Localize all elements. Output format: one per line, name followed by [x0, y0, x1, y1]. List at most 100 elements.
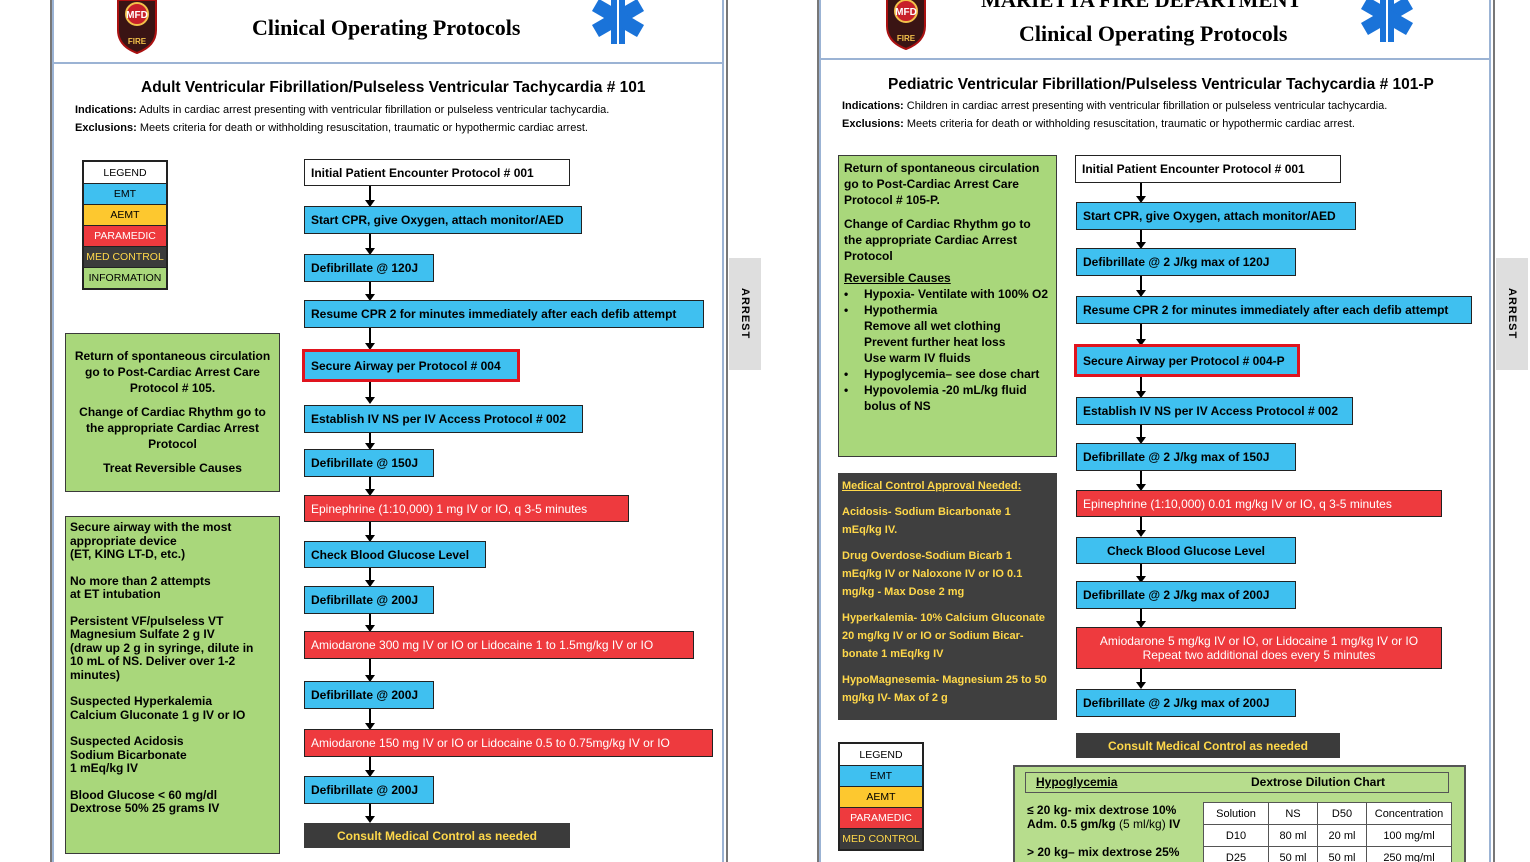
- indications: Indications: Adults in cardiac arrest pr…: [75, 104, 609, 116]
- indications: Indications: Children in cardiac arrest …: [842, 100, 1387, 112]
- step-defib-2: Defibrillate @ 2 J/kg max of 150J: [1076, 443, 1296, 471]
- step-defib-2: Defibrillate @ 150J: [304, 449, 434, 477]
- legend: LEGEND EMT AEMT PARAMEDIC MED CONTROL: [838, 742, 924, 851]
- info-line: No more than 2 attempts: [70, 573, 211, 588]
- flow-arrow: [1136, 517, 1146, 537]
- dextrose-instructions: ≤ 20 kg- mix dextrose 10% Adm. 0.5 gm/kg…: [1027, 803, 1180, 859]
- legend-paramedic: PARAMEDIC: [840, 807, 922, 828]
- med-control-item: HypoMagnesemia- Magnesium 25 to 50 mg/kg…: [842, 674, 1047, 704]
- flow-arrow: [365, 757, 375, 777]
- side-tab-label: ARREST: [739, 288, 751, 340]
- flow-arrow: [1136, 377, 1146, 398]
- header-title: Clinical Operating Protocols: [1019, 21, 1288, 46]
- page-margin-line: [726, 0, 728, 862]
- step-amiodarone-line1: Amiodarone 5 mg/kg IV or IO, or Lidocain…: [1099, 634, 1419, 648]
- table-cell: 250 mg/ml: [1366, 846, 1452, 862]
- bullet-text: Hypoglycemia– see dose chart: [864, 367, 1040, 381]
- logo-text: MFD: [126, 10, 148, 21]
- flow-arrow: [1136, 471, 1146, 491]
- header-title: Clinical Operating Protocols: [252, 15, 521, 40]
- step-defib-3: Defibrillate @ 2 J/kg max of 200J: [1076, 581, 1296, 609]
- step-defib-4: Defibrillate @ 200J: [304, 681, 434, 709]
- step-amiodarone-150: Amiodarone 150 mg IV or IO or Lidocaine …: [304, 729, 713, 757]
- step-check-glucose: Check Blood Glucose Level: [1076, 537, 1296, 564]
- page-margin-line: [50, 0, 52, 862]
- table-row: D25 50 ml 50 ml 250 mg/ml: [1203, 846, 1452, 862]
- table-cell: 20 ml: [1317, 824, 1367, 847]
- info-line: minutes): [70, 667, 121, 682]
- info-line: Calcium Gluconate 1 g IV or IO: [70, 707, 246, 722]
- exclusions-text: Meets criteria for death or withholding …: [906, 118, 1355, 130]
- step-epinephrine: Epinephrine (1:10,000) 0.01 mg/kg IV or …: [1076, 490, 1442, 517]
- info-line: Magnesium Sulfate 2 g IV: [70, 627, 215, 641]
- info-line: 10 mL of NS. Deliver over 1-2: [70, 654, 236, 668]
- info-reversible: Treat Reversible Causes: [103, 461, 242, 475]
- table-header: Solution: [1203, 802, 1269, 825]
- step-start-cpr: Start CPR, give Oxygen, attach monitor/A…: [1076, 202, 1356, 230]
- table-header-row: Solution NS D50 Concentration: [1203, 802, 1452, 825]
- legend-paramedic: PARAMEDIC: [84, 225, 166, 246]
- info-line: Persistent VF/pulseless VT: [70, 613, 224, 628]
- hypoglycemia-heading: Hypoglycemia: [1036, 775, 1118, 789]
- mfd-logo-icon: MFD FIRE: [886, 0, 926, 50]
- bullet-text: Hypothermia: [864, 303, 938, 317]
- flow-arrow: [365, 382, 375, 404]
- bullet-subtext: Use warm IV fluids: [864, 351, 971, 365]
- step-resume-cpr: Resume CPR 2 for minutes immediately aft…: [1076, 296, 1472, 324]
- med-control-box: Medical Control Approval Needed: Acidosi…: [838, 473, 1057, 720]
- protocol-title: Adult Ventricular Fibrillation/Pulseless…: [141, 79, 646, 96]
- legend-med-control: MED CONTROL: [84, 246, 166, 267]
- step-defib-1: Defibrillate @ 120J: [304, 254, 434, 282]
- star-of-life-icon: [591, 0, 645, 44]
- table-header: D50: [1317, 802, 1367, 825]
- dextrose-box: Hypoglycemia Dextrose Dilution Chart ≤ 2…: [1013, 765, 1466, 862]
- side-tab-arrest[interactable]: ARREST: [1496, 258, 1528, 370]
- step-resume-cpr: Resume CPR 2 for minutes immediately aft…: [304, 300, 704, 328]
- legend-aemt: AEMT: [84, 204, 166, 225]
- step-defib-3: Defibrillate @ 200J: [304, 586, 434, 614]
- bullet-item: •Hypoglycemia– see dose chart: [844, 367, 1040, 381]
- bullet-text: Hypoxia- Ventilate with 100% O2: [864, 287, 1049, 301]
- page-margin-line: [817, 0, 819, 862]
- step-secure-airway: Secure Airway per Protocol # 004: [302, 349, 520, 382]
- info-rosc: Return of spontaneous circulation go to …: [74, 349, 271, 395]
- dextrose-line: Adm. 0.5 gm/kg: [1027, 817, 1116, 831]
- flow-arrow: [365, 568, 375, 587]
- flow-arrow: [365, 477, 375, 496]
- flow-arrow: [1136, 183, 1146, 203]
- table-header: Concentration: [1366, 802, 1452, 825]
- info-change-rhythm: Change of Cardiac Rhythm go to the appro…: [844, 217, 1031, 263]
- info-box-rosc: Return of spontaneous circulation go to …: [65, 333, 280, 492]
- flow-arrow: [365, 186, 375, 207]
- mfd-logo-icon: MFD FIRE: [117, 0, 157, 54]
- step-initial-encounter: Initial Patient Encounter Protocol # 001: [304, 159, 570, 186]
- indications-text: Adults in cardiac arrest presenting with…: [139, 104, 610, 116]
- flow-arrow: [1136, 564, 1146, 583]
- step-establish-iv: Establish IV NS per IV Access Protocol #…: [304, 405, 583, 433]
- info-line: Secure airway with the most appropriate …: [70, 520, 232, 548]
- legend-information: INFORMATION: [84, 267, 166, 288]
- step-start-cpr: Start CPR, give Oxygen, attach monitor/A…: [304, 206, 582, 234]
- info-line: Sodium Bicarbonate: [70, 747, 187, 762]
- step-consult-med-control: Consult Medical Control as needed: [1076, 733, 1340, 758]
- flow-arrow: [1136, 230, 1146, 249]
- dextrose-chart-title: Dextrose Dilution Chart: [1251, 775, 1386, 789]
- flow-arrow: [365, 433, 375, 450]
- legend-title: LEGEND: [103, 166, 147, 179]
- flow-arrow: [365, 709, 375, 730]
- bullet-subtext: Prevent further heat loss: [864, 335, 1006, 349]
- info-line: 1 mEq/kg IV: [70, 761, 139, 775]
- flow-arrow: [1136, 276, 1146, 297]
- bullet-subtext: Remove all wet clothing: [864, 319, 1001, 333]
- body-frame: [819, 58, 1491, 862]
- exclusions-label: Exclusions:: [842, 118, 904, 130]
- step-amiodarone-line2: Repeat two additional does every 5 minut…: [1142, 648, 1376, 662]
- side-tab-arrest[interactable]: ARREST: [729, 258, 761, 370]
- dextrose-line: > 20 kg– mix dextrose 25%: [1027, 845, 1180, 859]
- step-check-glucose: Check Blood Glucose Level: [304, 541, 486, 568]
- indications-label: Indications:: [842, 100, 904, 112]
- star-of-life-icon: [1360, 0, 1414, 42]
- step-defib-1: Defibrillate @ 2 J/kg max of 120J: [1076, 248, 1296, 276]
- info-line: (draw up 2 g in syringe, dilute in: [70, 640, 254, 655]
